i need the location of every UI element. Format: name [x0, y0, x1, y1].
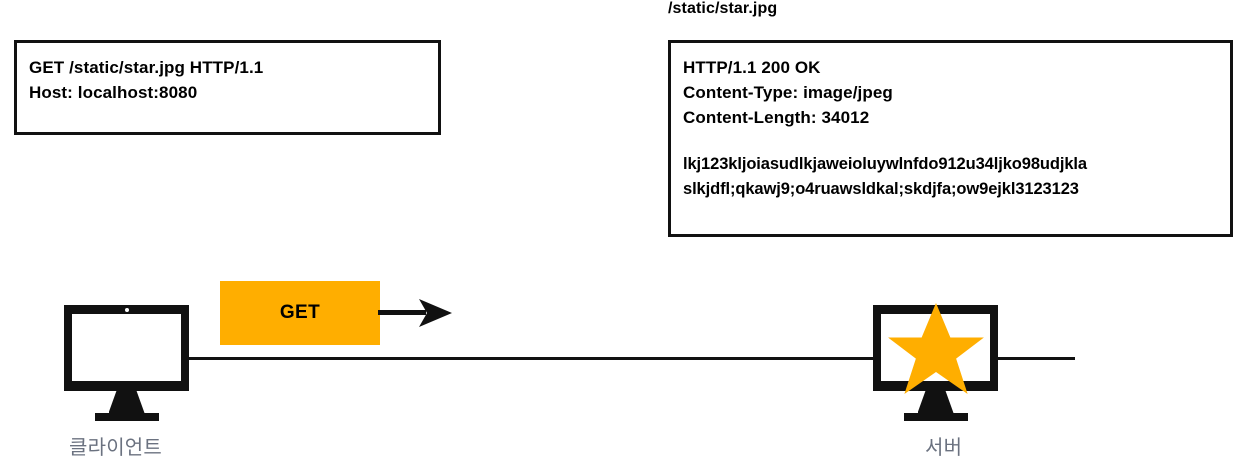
response-content-length: Content-Length: 34012 — [683, 108, 870, 127]
client-computer-icon — [64, 305, 189, 421]
client-monitor-base — [94, 413, 159, 421]
response-resource-title: /static/star.jpg — [668, 0, 778, 17]
client-screen — [72, 314, 181, 381]
response-status-line: HTTP/1.1 200 OK — [683, 58, 821, 77]
webcam-dot-icon — [124, 308, 129, 312]
http-response-box: HTTP/1.1 200 OK Content-Type: image/jpeg… — [668, 40, 1233, 237]
response-body-line-1: lkj123kljoiasudlkjaweioluywlnfdo912u34lj… — [683, 155, 1087, 173]
client-monitor — [64, 305, 189, 391]
server-monitor — [873, 303, 998, 395]
server-screen — [881, 303, 990, 395]
network-connection-line — [185, 357, 1075, 360]
response-content-type: Content-Type: image/jpeg — [683, 83, 893, 102]
request-line-1: GET /static/star.jpg HTTP/1.1 — [29, 58, 264, 77]
response-body-line-2: slkjdfl;qkawj9;o4ruawsldkal;skdjfa;ow9ej… — [683, 180, 1079, 198]
get-request-badge: GET — [220, 281, 380, 345]
http-request-box: GET /static/star.jpg HTTP/1.1 Host: loca… — [14, 40, 441, 135]
arrow-right-icon — [378, 299, 452, 327]
server-computer-icon — [873, 303, 998, 421]
server-monitor-neck — [917, 391, 954, 413]
server-caption: 서버 — [925, 437, 963, 459]
server-monitor-base — [903, 413, 968, 421]
request-line-2: Host: localhost:8080 — [29, 83, 198, 102]
get-badge-label: GET — [279, 302, 321, 323]
response-header-body-separator — [683, 130, 1230, 152]
star-icon — [887, 303, 984, 395]
client-monitor-neck — [108, 391, 145, 413]
client-caption: 클라이언트 — [69, 437, 162, 459]
